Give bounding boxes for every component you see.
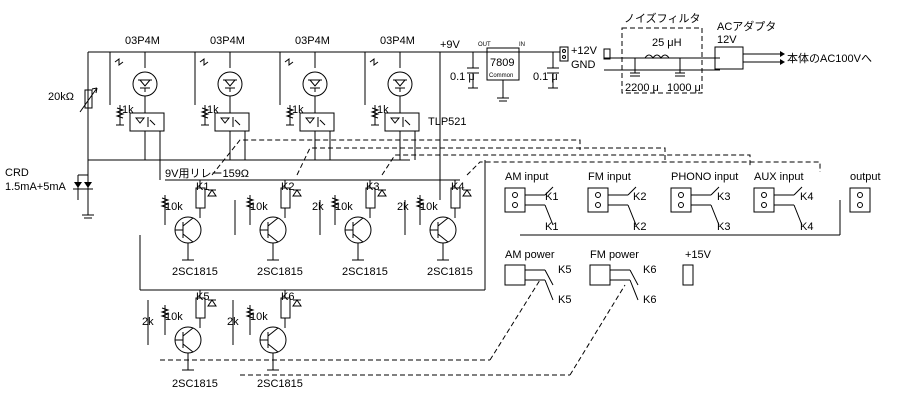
relay-label-k5: K5 xyxy=(196,291,209,303)
noise-filter-title: ノイズフィルタ xyxy=(624,11,700,25)
supply-15v: +15V xyxy=(685,249,712,261)
r2k-label-4: 2k xyxy=(227,316,239,328)
input-relay-k3b: K3 xyxy=(717,221,730,233)
r10k-label-3: 10k xyxy=(335,201,353,213)
triac-label-1: 03P4M xyxy=(125,35,160,47)
regulator-out: OUT xyxy=(478,42,491,48)
relay-label-k4: K4 xyxy=(451,181,464,193)
cap-01u-2: 0.1 μ xyxy=(533,71,558,83)
driver-row-2 xyxy=(147,289,570,376)
r1k-label-3: 1k xyxy=(292,104,304,116)
relay-control-lines xyxy=(211,139,821,176)
input-relay-k2a: K2 xyxy=(633,191,646,203)
triac-stage-1 xyxy=(109,52,165,160)
driver-row-1 xyxy=(139,160,486,291)
input-label-am: AM input xyxy=(505,171,548,183)
r1k-label-1: 1k xyxy=(122,104,134,116)
r10k-label-4: 10k xyxy=(420,201,438,213)
r10k-label-5: 10k xyxy=(165,311,183,323)
transistor-label-2: 2SC1815 xyxy=(257,266,303,278)
regulator-block xyxy=(440,47,560,102)
r10k-label-1: 10k xyxy=(165,201,183,213)
r20k-label: 20kΩ xyxy=(48,91,74,103)
input-selectors xyxy=(504,186,871,236)
power-relay-k5b: K5 xyxy=(558,294,571,306)
triac-stage-2 xyxy=(194,52,250,160)
input-relay-k1a: K1 xyxy=(545,191,558,203)
top-rails xyxy=(87,51,441,200)
relay-label-k6: K6 xyxy=(281,291,294,303)
triac-stage-3 xyxy=(279,52,335,160)
supply-gnd: GND xyxy=(571,59,596,71)
transistor-label-3: 2SC1815 xyxy=(342,266,388,278)
noise-filter xyxy=(603,27,720,94)
power-relay-k6a: K6 xyxy=(643,264,656,276)
r1k-label-4: 1k xyxy=(377,104,389,116)
power-switches xyxy=(489,264,694,376)
r1k-label-2: 1k xyxy=(207,104,219,116)
output-label: output xyxy=(850,171,881,183)
triac-label-4: 03P4M xyxy=(380,35,415,47)
input-label-fm: FM input xyxy=(588,171,631,183)
r2k-label-3: 2k xyxy=(142,316,154,328)
power-label-fm: FM power xyxy=(590,249,639,261)
regulator-part: 7809 xyxy=(490,57,514,69)
noise-filter-inductor: 25 μH xyxy=(652,37,682,49)
input-label-aux: AUX input xyxy=(754,171,804,183)
cap-01u-1: 0.1 μ xyxy=(450,71,475,83)
noise-filter-c1: 2200 μ xyxy=(625,82,659,94)
r2k-label-1: 2k xyxy=(312,201,324,213)
supply-12v: +12V xyxy=(571,45,598,57)
input-relay-k2b: K2 xyxy=(633,221,646,233)
supply-9v: +9V xyxy=(440,39,461,51)
crd-symbol xyxy=(73,160,94,219)
triac-label-3: 03P4M xyxy=(295,35,330,47)
relay-label-k3: K3 xyxy=(366,181,379,193)
regulator-in: IN xyxy=(519,42,525,48)
power-label-am: AM power xyxy=(505,249,555,261)
r10k-label-2: 10k xyxy=(250,201,268,213)
input-relay-k1b: K1 xyxy=(545,221,558,233)
dc-jack xyxy=(559,46,569,62)
photocoupler-label: TLP521 xyxy=(428,116,467,128)
r10k-label-6: 10k xyxy=(250,311,268,323)
input-relay-k4a: K4 xyxy=(800,191,813,203)
noise-filter-c2: 1000 μ xyxy=(667,82,701,94)
power-relay-k6b: K6 xyxy=(643,294,656,306)
triac-label-2: 03P4M xyxy=(210,35,245,47)
r2k-label-2: 2k xyxy=(397,201,409,213)
adapter-volt: 12V xyxy=(717,34,737,46)
crd-label: CRD xyxy=(5,167,29,179)
triac-stage-4 xyxy=(364,52,420,160)
variable-resistor xyxy=(79,87,98,113)
adapter-title: ACアダプタ xyxy=(717,19,776,33)
input-relay-k3a: K3 xyxy=(717,191,730,203)
regulator-common: Common xyxy=(489,73,513,79)
input-label-phono: PHONO input xyxy=(671,171,738,183)
transistor-label-1: 2SC1815 xyxy=(172,266,218,278)
power-relay-k5a: K5 xyxy=(558,264,571,276)
crd-spec: 1.5mA+5mA xyxy=(5,181,66,193)
relay-label-k2: K2 xyxy=(281,181,294,193)
transistor-label-5: 2SC1815 xyxy=(172,378,218,390)
transistor-label-4: 2SC1815 xyxy=(427,266,473,278)
input-relay-k4b: K4 xyxy=(800,221,813,233)
adapter-dest: 本体のAC100Vへ xyxy=(787,51,872,65)
relay-note: 9V用リレー159Ω xyxy=(165,168,249,180)
relay-label-k1: K1 xyxy=(196,181,209,193)
transistor-label-6: 2SC1815 xyxy=(257,378,303,390)
ac-adapter xyxy=(714,46,785,70)
